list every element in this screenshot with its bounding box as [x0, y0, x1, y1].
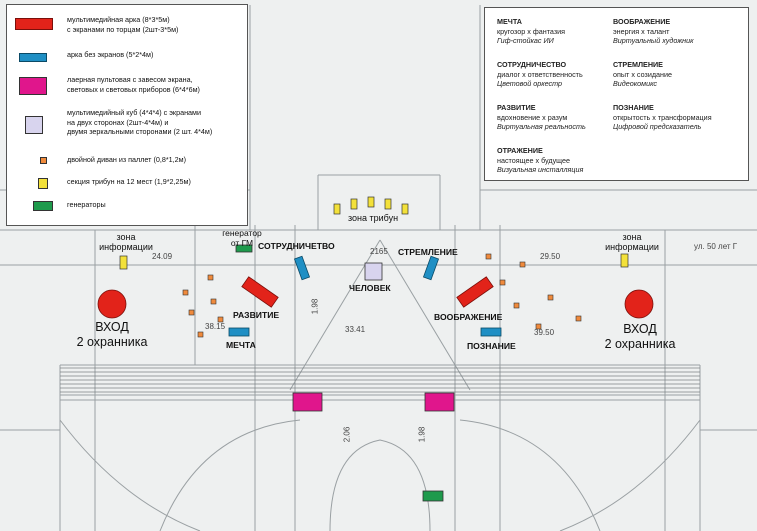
label-poznanie: ПОЗНАНИЕ: [467, 341, 516, 351]
label-zona-info-right: зона информации: [592, 232, 672, 252]
theme-poznanie: ПОЗНАНИЕ открытость х трансформация Цифр…: [613, 103, 733, 132]
plan-hatching: [60, 367, 700, 393]
yellow-tribune-swatch: [38, 178, 48, 189]
legend-text: мультимедийный куб (4*4*4) с экранами: [67, 108, 201, 117]
legend-text: мультимедийная арка (8*3*5м): [67, 15, 170, 24]
theme-installation: Цветовой оркестр: [497, 79, 563, 89]
arch-voobrazhenie: [456, 276, 494, 308]
legend-text: двумя зеркальными сторонами (2 шт. 4*4м): [67, 127, 213, 136]
legend-text: секция трибун на 12 мест (1,9*2,25м): [67, 177, 191, 186]
theme-subtitle: кругозор х фантазия: [497, 26, 566, 36]
legend-text: лаерная пультовая с завесом экрана,: [67, 75, 193, 84]
legend-text: арка без экранов (5*2*4м): [67, 50, 154, 59]
theme-subtitle: открытость х трансформация: [613, 112, 712, 122]
dimension-label: 24.09: [152, 252, 173, 261]
legend-text: на двух сторонах (2шт-4*4м) и: [67, 117, 169, 127]
entry-label-line: 2 охранника: [604, 337, 676, 351]
label-sotrudnichestvo: СОТРУДНИЧЕТВО: [258, 241, 335, 251]
theme-title: МЕЧТА: [497, 17, 522, 26]
theme-subtitle: вдохновение х разум: [497, 112, 568, 122]
arch-razvitie: [241, 276, 279, 308]
legend-text: световых и световых приборов (6*4*6м): [67, 84, 200, 94]
arch-sotrudnichestvo: [293, 255, 311, 281]
theme-sotrudnichestvo: СОТРУДНИЧЕСТВО диалог х ответственность …: [497, 60, 617, 89]
zone-label-line: зона: [116, 232, 136, 242]
dimension-label: 33.41: [345, 325, 366, 334]
arch-stremlenie: [422, 255, 440, 281]
console-right: [424, 392, 455, 412]
generator-bottom: [422, 490, 444, 502]
legend-panel: мультимедийная арка (8*3*5м) с экранами …: [6, 4, 248, 226]
label-chelovek: ЧЕЛОВЕК: [349, 283, 391, 293]
entry-label-line: ВХОД: [623, 322, 657, 336]
label-zona-info-left: зона информации: [86, 232, 166, 252]
label-razvitie: РАЗВИТИЕ: [233, 310, 280, 320]
label-mechta: МЕЧТА: [226, 340, 256, 350]
orange-sofa-swatch: [40, 157, 47, 164]
zone-label-line: зона: [622, 232, 642, 242]
blue-arch-swatch: [19, 53, 47, 62]
tribune-sections: [119, 196, 629, 270]
theme-subtitle: диалог х ответственность: [497, 69, 583, 79]
magenta-console-swatch: [19, 77, 47, 95]
theme-title: РАЗВИТИЕ: [497, 103, 536, 112]
theme-otrazhenie: ОТРАЖЕНИЕ настоящее х будущее Визуальная…: [497, 146, 617, 175]
red-arch-swatch: [15, 18, 53, 30]
dimension-label: 2.06: [342, 426, 352, 443]
lavender-cube-swatch: [25, 116, 43, 134]
theme-installation: Гиф-стойкас ИИ: [497, 36, 554, 46]
label-voobrazhenie: ВООБРАЖЕНИЕ: [434, 312, 503, 322]
zone-label-line: информации: [605, 242, 659, 252]
theme-mechta: МЕЧТА кругозор х фантазия Гиф-стойкас ИИ: [497, 17, 617, 46]
dimension-label: 39.50: [534, 328, 555, 337]
zone-label-line: от ГМ: [230, 238, 254, 248]
arch-mechta: [228, 327, 250, 337]
legend-text: двойной диван из паллет (0,8*1,2м): [67, 155, 186, 164]
label-entry-left: ВХОД 2 охранника: [60, 320, 164, 350]
label-zona-tribun: зона трибун: [347, 213, 399, 223]
theme-title: ПОЗНАНИЕ: [613, 103, 654, 112]
theme-title: СТРЕМЛЕНИЕ: [613, 60, 663, 69]
theme-installation: Видеокомикс: [613, 79, 657, 89]
dimension-label: 1.98: [310, 298, 320, 315]
theme-subtitle: настоящее х будущее: [497, 155, 571, 165]
theme-installation: Цифровой предсказатель: [613, 122, 702, 132]
dimension-label: 2165: [370, 247, 388, 256]
dimension-label: 29.50: [540, 252, 561, 261]
label-generator-gm: генератор от ГМ: [212, 228, 272, 248]
label-stremlenie: СТРЕМЛЕНИЕ: [398, 247, 458, 257]
entry-label-line: ВХОД: [95, 320, 129, 334]
zone-label-line: информации: [99, 242, 153, 252]
entry-right-marker: [624, 289, 654, 319]
dimension-label: 38.15: [205, 322, 226, 331]
themes-panel: МЕЧТА кругозор х фантазия Гиф-стойкас ИИ…: [484, 7, 749, 181]
label-entry-right: ВХОД 2 охранника: [588, 322, 692, 352]
generator-gm: [235, 244, 253, 253]
dimension-label: 1.98: [417, 426, 427, 443]
legend-text: с экранами по торцам (2шт-3*5м): [67, 24, 179, 34]
entry-left-marker: [97, 289, 127, 319]
theme-razvitie: РАЗВИТИЕ вдохновение х разум Виртуальная…: [497, 103, 617, 132]
plan-grid-lines: [0, 5, 757, 531]
green-generator-swatch: [33, 201, 53, 211]
street-label: ул. 50 лет Г: [694, 242, 738, 251]
theme-subtitle: опыт х созидание: [613, 69, 673, 79]
theme-subtitle: энергия х талант: [613, 26, 670, 36]
zone-label-line: генератор: [222, 228, 262, 238]
theme-stremlenie: СТРЕМЛЕНИЕ опыт х созидание Видеокомикс: [613, 60, 733, 89]
multimedia-cube: [364, 262, 383, 281]
theme-installation: Виртуальная реальность: [497, 122, 586, 132]
theme-voobrazhenie: ВООБРАЖЕНИЕ энергия х талант Виртуальный…: [613, 17, 733, 46]
legend-text: генераторы: [67, 200, 106, 209]
theme-title: СОТРУДНИЧЕСТВО: [497, 60, 567, 69]
theme-installation: Визуальная инсталляция: [497, 165, 584, 175]
pallet-sofas: [182, 253, 582, 338]
theme-title: ВООБРАЖЕНИЕ: [613, 17, 671, 26]
console-left: [292, 392, 323, 412]
entry-label-line: 2 охранника: [76, 335, 148, 349]
theme-installation: Виртуальный художник: [613, 36, 694, 46]
arch-poznanie: [480, 327, 502, 337]
theme-title: ОТРАЖЕНИЕ: [497, 146, 543, 155]
